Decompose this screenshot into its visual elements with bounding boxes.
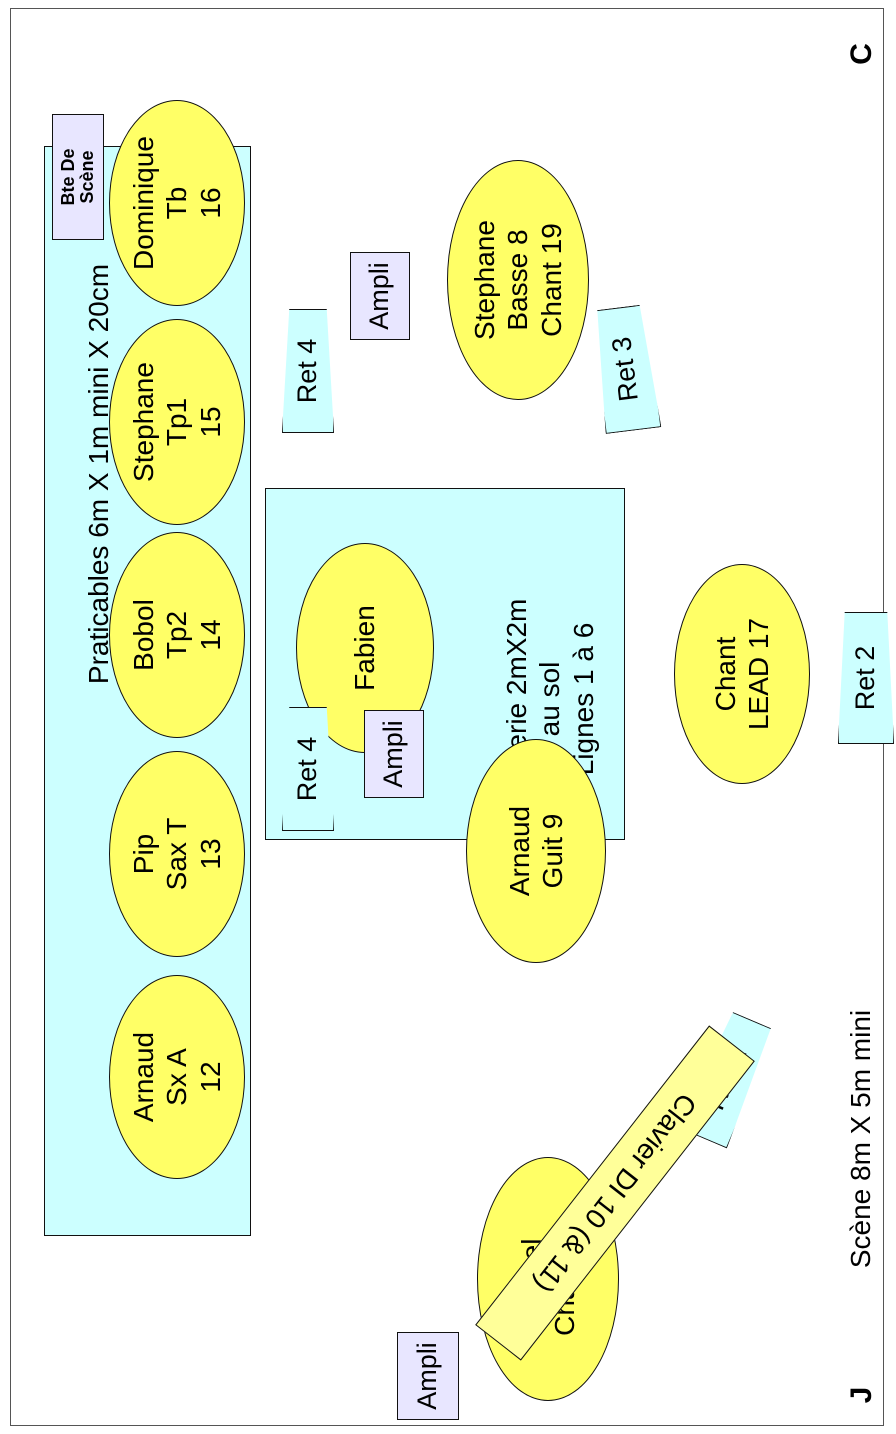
- oval-bobol-tp2: Bobol Tp2 14: [109, 532, 245, 738]
- ampli-middle: Ampli: [364, 710, 424, 798]
- ret-4-top: Ret 4: [282, 309, 334, 433]
- stage-caption: Scène 8m X 5m mini: [845, 1009, 877, 1269]
- ret-4-bottom: Ret 4: [282, 707, 334, 831]
- oval-chant-lead: Chant LEAD 17: [674, 564, 810, 784]
- oval-stephane-basse: Stephane Basse 8 Chant 19: [447, 160, 589, 400]
- ret-2: Ret 2: [838, 612, 894, 744]
- oval-arnaud-sxa: Arnaud Sx A 12: [109, 975, 245, 1179]
- oval-stephane-tp1: Stephane Tp1 15: [109, 319, 245, 525]
- ampli-bottom: Ampli: [397, 1332, 459, 1420]
- corner-letter-j: J: [845, 1386, 879, 1404]
- oval-pip-saxt: Pip Sax T 13: [109, 751, 245, 957]
- oval-dominique-tb: Dominique Tb 16: [109, 100, 245, 306]
- bte-de-scene-box: Bte De Scène: [52, 114, 104, 240]
- ampli-top: Ampli: [350, 252, 410, 340]
- corner-letter-c: C: [845, 43, 879, 65]
- oval-arnaud-guit: Arnaud Guit 9: [466, 739, 606, 963]
